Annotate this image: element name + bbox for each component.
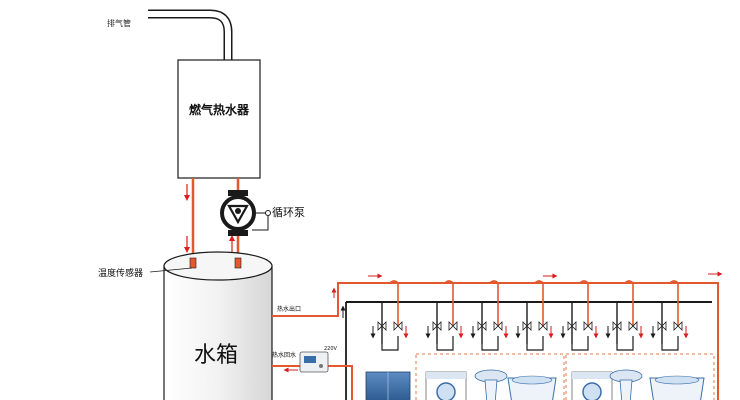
voltage-label: 220V [324, 346, 338, 352]
hot-outlet-pipe [272, 271, 723, 400]
pump-icon [220, 190, 271, 236]
bathtub-icon [649, 375, 705, 400]
washing-machine-icon [425, 371, 467, 400]
cabinet-icon [365, 371, 411, 400]
sensor-leader [149, 267, 193, 273]
bathtub-icon [507, 375, 557, 400]
room-outline-1 [415, 353, 565, 400]
water-tank [163, 251, 273, 400]
pump-label: 循环泵 [272, 206, 305, 219]
tank-label: 水箱 [194, 343, 238, 368]
sensor-label: 温度传感器 [98, 267, 143, 279]
hot-return-label: 热水回水 [272, 351, 296, 359]
appliance-connectors [381, 336, 679, 351]
hot-branches [389, 280, 679, 326]
washbasin-icon [474, 369, 508, 400]
cold-supply-pipe [340, 301, 712, 400]
hot-outlet-label: 热水出口 [277, 305, 301, 313]
controller-icon [299, 351, 329, 373]
washing-machine-icon [571, 371, 613, 400]
cold-branches [381, 302, 663, 344]
room-outline-2 [565, 353, 715, 400]
branch-flow-arrows [370, 326, 689, 339]
heater-label: 燃气热水器 [189, 102, 250, 117]
valve-icon [377, 321, 683, 331]
washbasin-icon [609, 369, 643, 400]
exhaust-pipe [148, 9, 233, 60]
gas-water-heater [177, 59, 261, 179]
exhaust-label: 排气管 [107, 18, 131, 28]
hot-return-pipe [272, 365, 353, 400]
